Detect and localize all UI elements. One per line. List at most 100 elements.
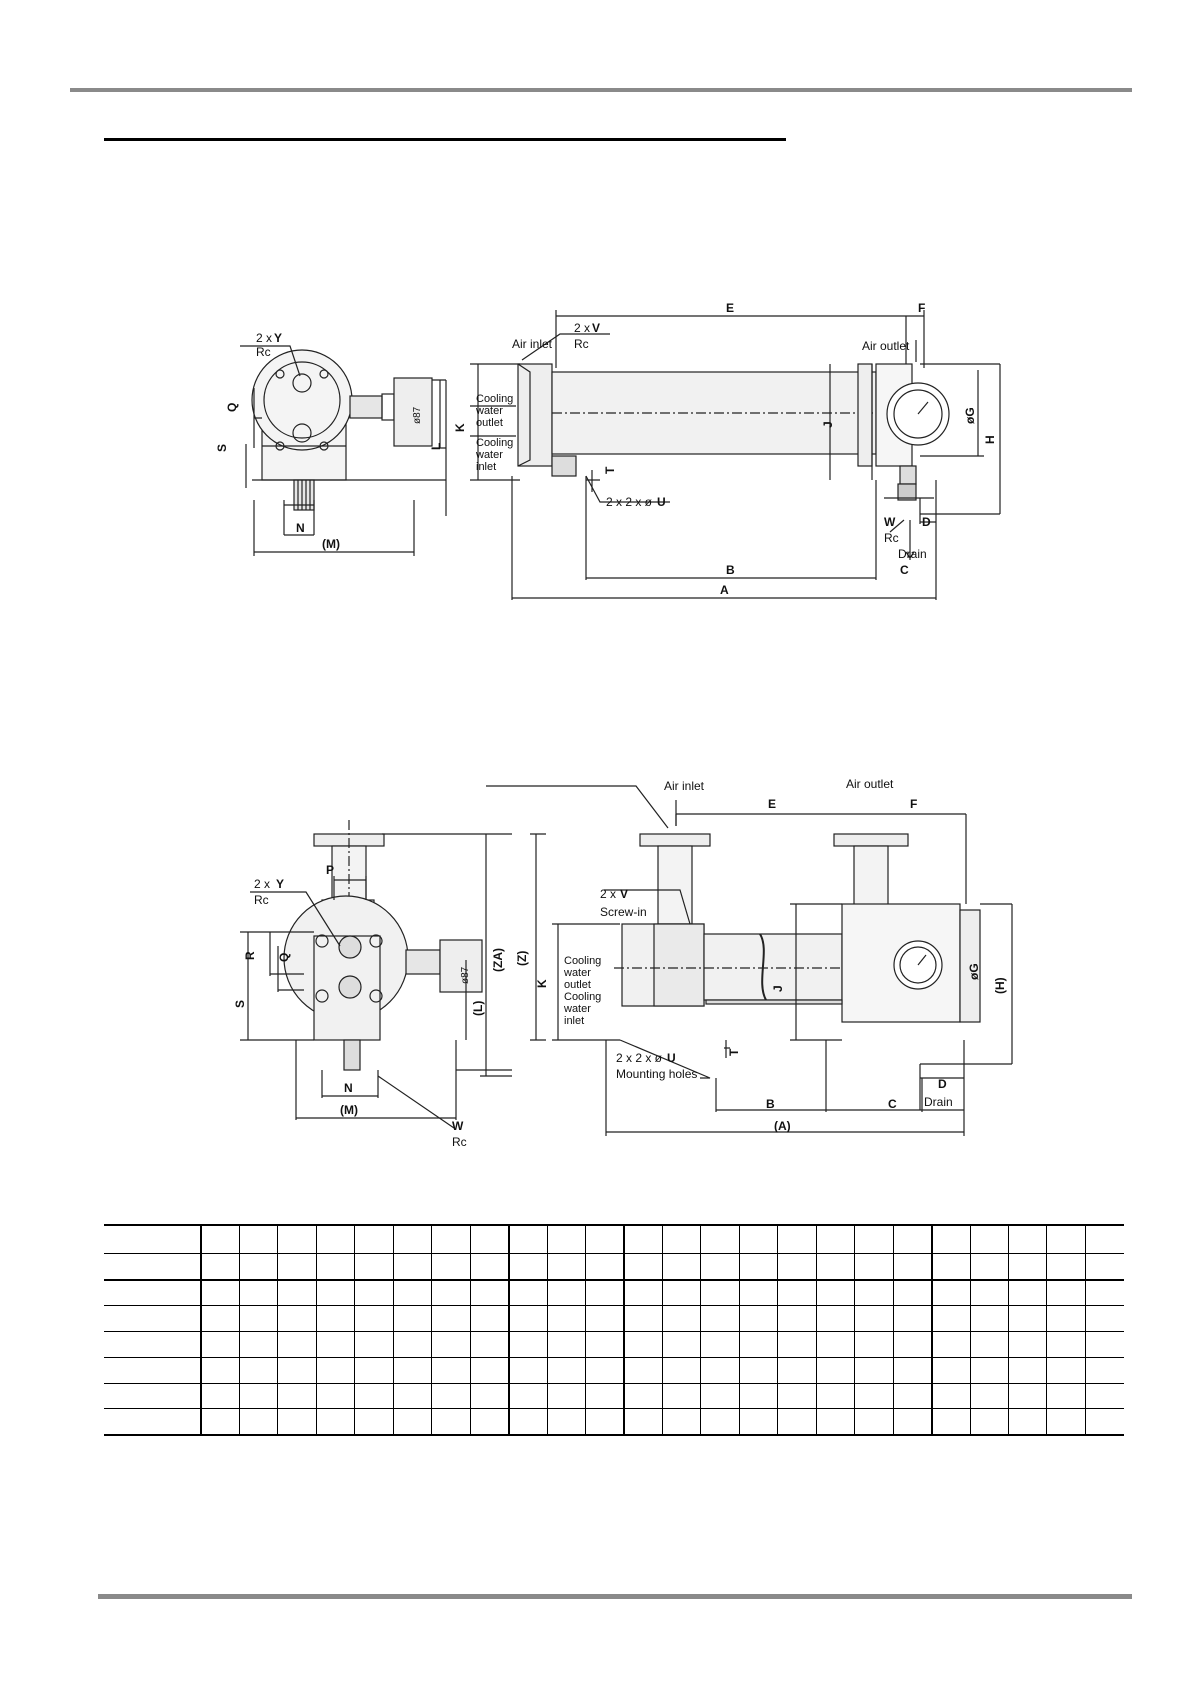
d1-g-label: øG (963, 407, 977, 424)
table-cell (738, 1408, 778, 1437)
table-cell (277, 1305, 317, 1333)
table-cell (104, 1383, 201, 1410)
table-cell (892, 1253, 932, 1281)
table-cell (1084, 1408, 1124, 1437)
table-cell (238, 1357, 278, 1384)
table-cell (1008, 1305, 1047, 1333)
table-cell (104, 1408, 201, 1437)
d1-d-label: D (922, 515, 931, 529)
table-cell (969, 1253, 1009, 1281)
d2-u-count-label: 2 x 2 x ø (616, 1051, 663, 1065)
d2-v-count-label: 2 x (600, 887, 616, 901)
table-cell (738, 1253, 778, 1281)
d2-j-label: J (771, 985, 785, 992)
table-cell (661, 1357, 701, 1384)
table-cell (431, 1357, 471, 1384)
d2-h-label: (H) (993, 977, 1007, 994)
d1-w-label: W (884, 515, 896, 529)
table-cell (315, 1383, 355, 1410)
table-cell (392, 1383, 432, 1410)
table-cell (622, 1253, 663, 1281)
d2-cooling2-label: Cooling (564, 991, 601, 1003)
table-cell (969, 1331, 1009, 1358)
table-row (104, 1253, 1124, 1281)
table-cell (1008, 1279, 1047, 1307)
d1-inlet-label: inlet (476, 461, 496, 473)
table-cell (1008, 1408, 1047, 1437)
table-cell (277, 1331, 317, 1358)
table-cell (1008, 1331, 1047, 1358)
table-cell (930, 1279, 971, 1307)
table-cell (507, 1279, 548, 1307)
table-cell (546, 1383, 586, 1410)
d1-t-label: T (603, 466, 617, 474)
table-cell (199, 1408, 240, 1437)
table-cell (431, 1383, 471, 1410)
table-cell (930, 1408, 971, 1437)
table-cell (622, 1305, 663, 1333)
table-cell (104, 1357, 201, 1384)
d2-rc-y-label: Rc (254, 893, 269, 907)
d1-f-label: F (918, 301, 925, 315)
d2-c-label: C (888, 1097, 897, 1111)
table-cell (315, 1305, 355, 1333)
d2-m-label: (M) (340, 1103, 358, 1117)
table-cell (854, 1279, 894, 1307)
table-cell (738, 1331, 778, 1358)
table-cell (469, 1253, 509, 1281)
table-cell (815, 1223, 855, 1254)
table-cell (277, 1383, 317, 1410)
table-cell (854, 1305, 894, 1333)
table-cell (1084, 1279, 1124, 1307)
table-cell (238, 1305, 278, 1333)
table-cell (431, 1279, 471, 1307)
table-cell (104, 1305, 201, 1333)
d2-b-label: B (766, 1097, 775, 1111)
table-cell (507, 1331, 548, 1358)
table-cell (546, 1331, 586, 1358)
table-cell (546, 1279, 586, 1307)
table-cell (930, 1357, 971, 1384)
d1-u-label: U (657, 495, 666, 509)
d2-u-label: U (667, 1051, 676, 1065)
d1-y-label: Y (274, 331, 282, 345)
d1-air-outlet-label: Air outlet (862, 339, 910, 353)
d2-q-label: Q (277, 953, 291, 962)
table-cell (469, 1223, 509, 1254)
table-cell (354, 1253, 394, 1281)
table-cell (104, 1331, 201, 1358)
table-cell (1008, 1253, 1047, 1281)
d2-y-count-label: 2 x (254, 877, 270, 891)
table-cell (354, 1279, 394, 1307)
table-cell (854, 1253, 894, 1281)
table-cell (354, 1357, 394, 1384)
table-cell (1008, 1223, 1047, 1254)
table-cell (469, 1408, 509, 1437)
table-cell (431, 1331, 471, 1358)
table-cell (546, 1223, 586, 1254)
table-row (104, 1357, 1124, 1384)
table-cell (969, 1223, 1009, 1254)
table-cell (738, 1357, 778, 1384)
d1-rc-y-label: Rc (256, 345, 271, 359)
d2-r-label: R (243, 951, 257, 960)
d1-s-label: S (215, 444, 229, 452)
table-cell (1084, 1357, 1124, 1384)
table-cell (777, 1279, 817, 1307)
table-cell (892, 1305, 932, 1333)
d2-t-label: T (727, 1048, 741, 1056)
table-cell (104, 1223, 201, 1254)
table-cell (277, 1223, 317, 1254)
d2-s-label: S (233, 1000, 247, 1008)
d2-l-label: (L) (471, 1001, 485, 1016)
table-cell (354, 1408, 394, 1437)
d1-h-label: H (983, 435, 997, 444)
table-cell (507, 1223, 548, 1254)
table-cell (700, 1357, 740, 1384)
table-cell (892, 1331, 932, 1358)
table-cell (1084, 1305, 1124, 1333)
table-cell (738, 1223, 778, 1254)
d1-water1-label: water (475, 405, 503, 417)
table-cell (431, 1408, 471, 1437)
table-cell (392, 1253, 432, 1281)
